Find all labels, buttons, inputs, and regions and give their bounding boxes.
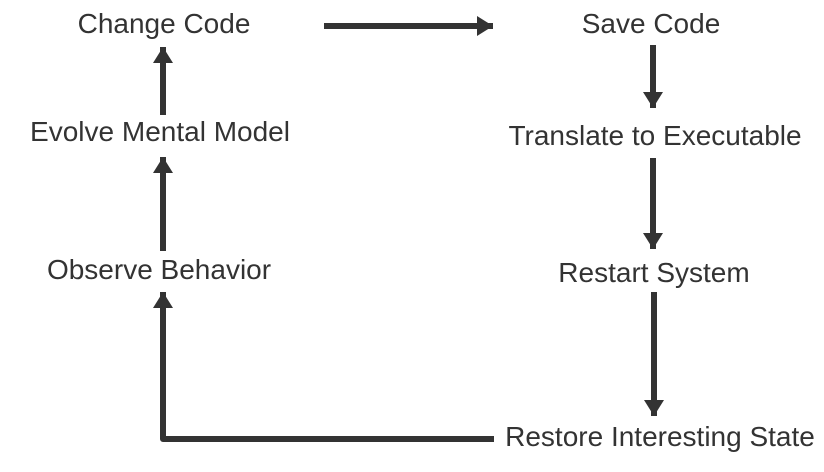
node-observe-behavior: Observe Behavior xyxy=(46,254,272,285)
node-evolve-mental-model: Evolve Mental Model xyxy=(30,116,290,147)
node-save-code: Save Code xyxy=(581,8,721,39)
node-change-code: Change Code xyxy=(77,8,251,39)
node-translate-to-executable: Translate to Executable xyxy=(508,120,802,151)
node-restore-interesting-state: Restore Interesting State xyxy=(505,421,815,452)
arrow-restore-to-observe xyxy=(153,292,494,442)
node-restart-system: Restart System xyxy=(558,257,750,288)
